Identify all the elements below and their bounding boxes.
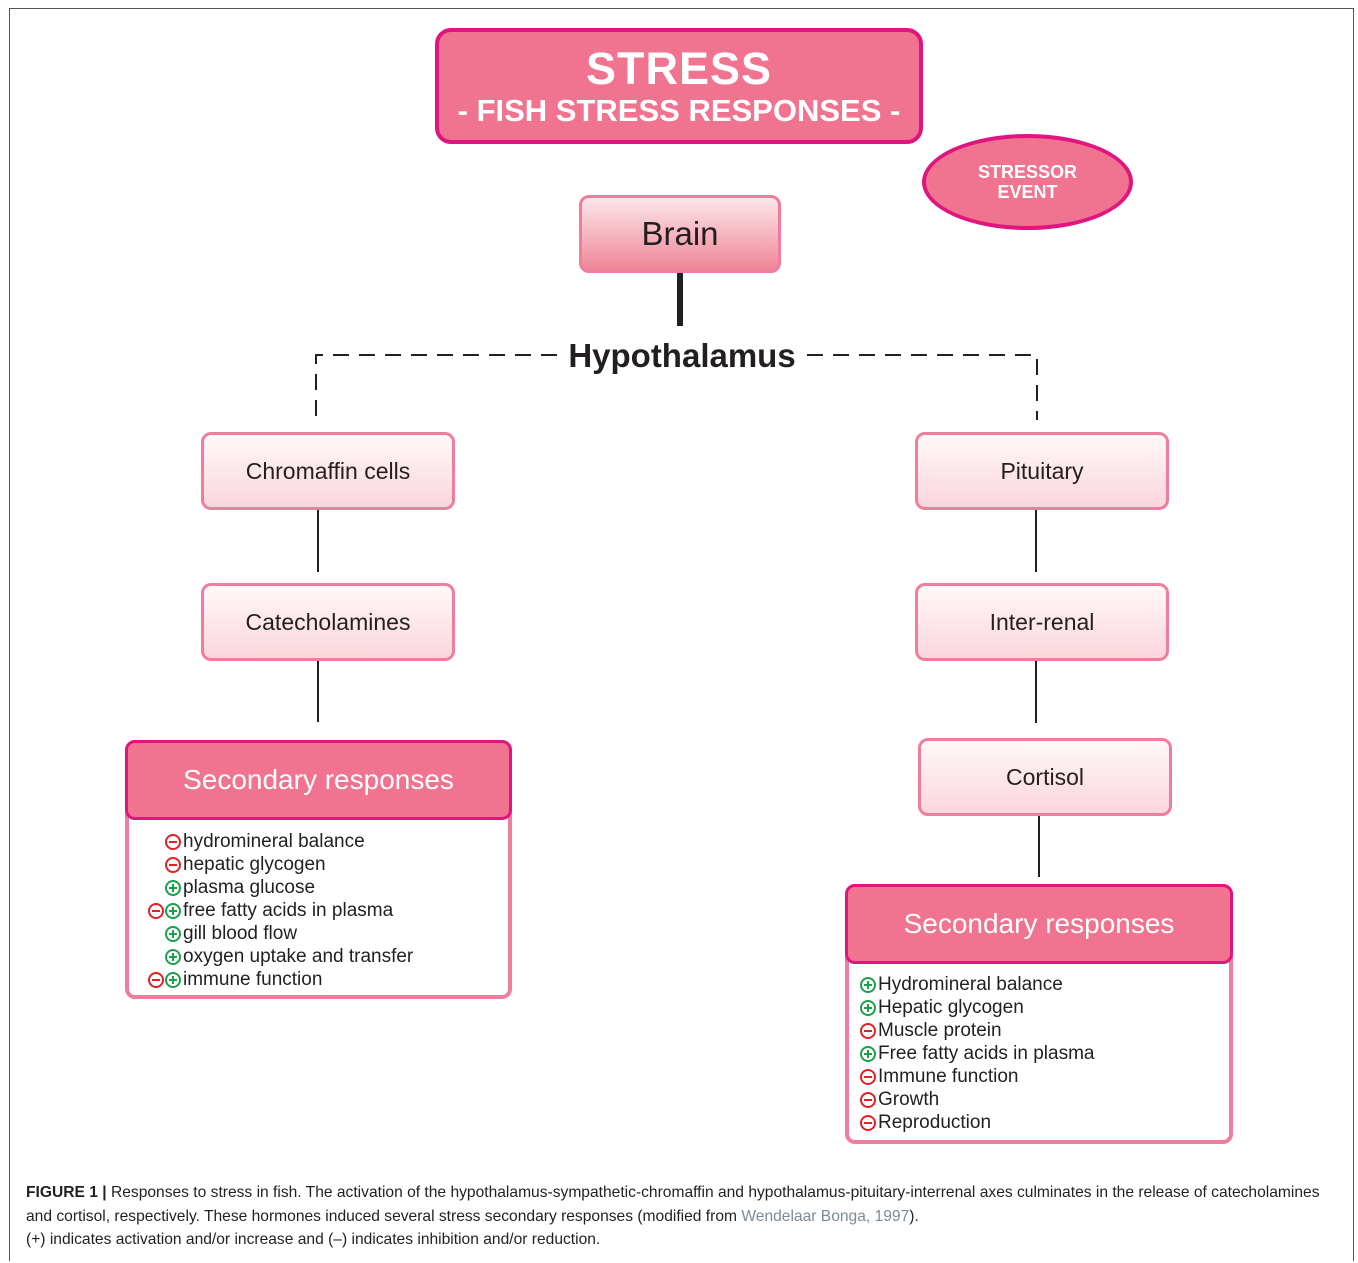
response-signs (856, 1091, 876, 1108)
response-item: Free fatty acids in plasma (856, 1042, 1094, 1065)
minus-circle-icon (148, 902, 164, 919)
hypothalamus-label: Hypothalamus (557, 334, 807, 378)
response-signs (856, 1068, 876, 1085)
left-secondary-heading: Secondary responses (125, 740, 512, 820)
response-text: Immune function (878, 1065, 1019, 1087)
minus-circle-icon (860, 1114, 876, 1131)
response-text: gill blood flow (183, 922, 298, 944)
cortisol-label: Cortisol (1006, 763, 1084, 790)
response-text: immune function (183, 968, 323, 990)
response-signs (134, 971, 181, 988)
response-signs (134, 833, 181, 850)
response-item: Hydromineral balance (856, 973, 1094, 996)
title-sub: - FISH STRESS RESPONSES - (457, 93, 901, 128)
figure-frame (9, 8, 1354, 1261)
response-item: plasma glucose (134, 876, 413, 899)
response-item: free fatty acids in plasma (134, 899, 413, 922)
minus-circle-icon (860, 1022, 876, 1039)
dashed-branch-right (807, 354, 1038, 420)
stressor-event-ellipse: STRESSOR EVENT (922, 134, 1133, 230)
response-text: Muscle protein (878, 1019, 1002, 1041)
stressor-line2: EVENT (997, 182, 1058, 202)
right-secondary-heading: Secondary responses (845, 884, 1233, 964)
response-item: Hepatic glycogen (856, 996, 1094, 1019)
catecholamines-node: Catecholamines (201, 583, 455, 661)
caption-legend-line: (+) indicates activation and/or increase… (26, 1231, 601, 1248)
catecholamines-label: Catecholamines (245, 608, 411, 635)
response-text: free fatty acids in plasma (183, 899, 394, 921)
caption-text-end: ). (909, 1207, 919, 1225)
plus-circle-icon (165, 948, 181, 965)
response-text: Free fatty acids in plasma (878, 1042, 1095, 1064)
response-item: Growth (856, 1088, 1094, 1111)
response-text: oxygen uptake and transfer (183, 945, 414, 967)
response-signs (856, 1022, 876, 1039)
response-text: Growth (878, 1088, 940, 1110)
pituitary-label: Pituitary (1000, 457, 1084, 484)
plus-circle-icon (860, 1045, 876, 1062)
caption-text: Responses to stress in fish. The activat… (26, 1184, 1320, 1225)
caption-label: FIGURE 1 | (26, 1184, 107, 1201)
response-signs (856, 1114, 876, 1131)
interrenal-label: Inter-renal (989, 608, 1095, 635)
response-item: Reproduction (856, 1111, 1094, 1134)
plus-circle-icon (165, 925, 181, 942)
caption-reference-link[interactable]: Wendelaar Bonga, 1997 (741, 1207, 910, 1225)
response-signs (856, 976, 876, 993)
right-secondary-responses-panel: Secondary responses Hydromineral balance… (845, 884, 1233, 1144)
minus-circle-icon (165, 856, 181, 873)
minus-circle-icon (165, 833, 181, 850)
response-signs (856, 1045, 876, 1062)
pituitary-node: Pituitary (915, 432, 1169, 510)
minus-circle-icon (860, 1068, 876, 1085)
brain-label: Brain (641, 215, 719, 252)
brain-node: Brain (579, 195, 781, 273)
stressor-line1: STRESSOR (977, 162, 1078, 182)
response-item: hepatic glycogen (134, 853, 413, 876)
plus-circle-icon (860, 999, 876, 1016)
figure-caption: FIGURE 1 | Responses to stress in fish. … (26, 1181, 1336, 1252)
cortisol-node: Cortisol (918, 738, 1172, 816)
plus-circle-icon (165, 971, 181, 988)
response-item: Muscle protein (856, 1019, 1094, 1042)
response-text: hepatic glycogen (183, 853, 326, 875)
response-text: Hepatic glycogen (878, 996, 1024, 1018)
response-item: hydromineral balance (134, 830, 413, 853)
title-box: STRESS - FISH STRESS RESPONSES - (435, 28, 923, 144)
response-text: plasma glucose (183, 876, 316, 898)
response-signs (134, 902, 181, 919)
response-text: hydromineral balance (183, 830, 365, 852)
response-signs (134, 948, 181, 965)
response-signs (134, 925, 181, 942)
response-item: gill blood flow (134, 922, 413, 945)
plus-circle-icon (860, 976, 876, 993)
response-text: Reproduction (878, 1111, 992, 1133)
left-secondary-responses-panel: Secondary responses hydromineral balance… (125, 740, 512, 999)
interrenal-node: Inter-renal (915, 583, 1169, 661)
minus-circle-icon (148, 971, 164, 988)
chromaffin-cells-label: Chromaffin cells (245, 457, 411, 484)
response-signs (134, 879, 181, 896)
response-item: immune function (134, 968, 413, 991)
title-main: STRESS (585, 43, 773, 94)
response-signs (134, 856, 181, 873)
plus-circle-icon (165, 902, 181, 919)
chromaffin-cells-node: Chromaffin cells (201, 432, 455, 510)
response-text: Hydromineral balance (878, 973, 1063, 995)
response-signs (856, 999, 876, 1016)
response-item: oxygen uptake and transfer (134, 945, 413, 968)
dashed-branch-left (315, 354, 557, 420)
minus-circle-icon (860, 1091, 876, 1108)
response-item: Immune function (856, 1065, 1094, 1088)
plus-circle-icon (165, 879, 181, 896)
